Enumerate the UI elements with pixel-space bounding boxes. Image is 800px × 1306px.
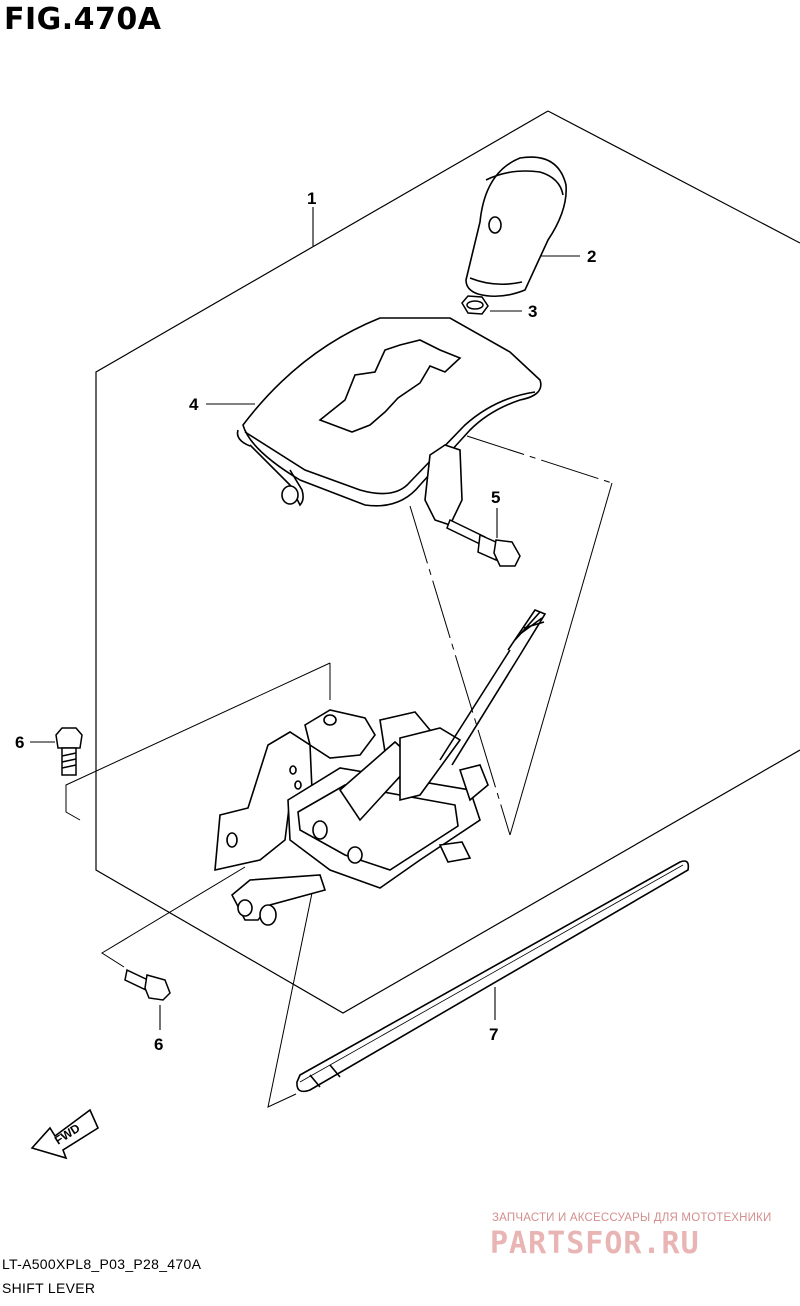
knob [465, 156, 567, 298]
callout-2: 2 [587, 247, 596, 266]
fwd-arrow-icon: FWD [30, 1108, 100, 1160]
bolt-5 [446, 518, 521, 567]
callout-3: 3 [528, 302, 537, 321]
nut [461, 295, 489, 315]
leader-lines [30, 207, 580, 1030]
rod [296, 860, 690, 1093]
callout-6-lower: 6 [154, 1035, 163, 1054]
bolt-6-lower [124, 968, 171, 1001]
figure-code: LT-A500XPL8_P03_P28_470A [2, 1256, 202, 1272]
figure-title: FIG.470A [4, 2, 162, 37]
figure-caption: SHIFT LEVER [2, 1280, 96, 1296]
shift-cable [439, 609, 547, 766]
callout-7: 7 [489, 1025, 498, 1044]
callouts: 1 2 3 4 5 6 6 7 [15, 189, 596, 1054]
watermark-logo: PARTSFOR.RU [490, 1226, 700, 1261]
assembly-outline [547, 110, 800, 244]
callout-5: 5 [491, 488, 500, 507]
guide-lines [65, 435, 613, 1108]
callout-4: 4 [189, 395, 199, 414]
bolt-6-upper [55, 727, 83, 776]
callout-6-upper: 6 [15, 733, 24, 752]
watermark-text: ЗАПЧАСТИ И АКСЕССУАРЫ ДЛЯ МОТОТЕХНИКИ [492, 1212, 772, 1224]
callout-1: 1 [307, 189, 316, 208]
gate-cover [236, 317, 542, 526]
lever-assembly [214, 709, 489, 926]
